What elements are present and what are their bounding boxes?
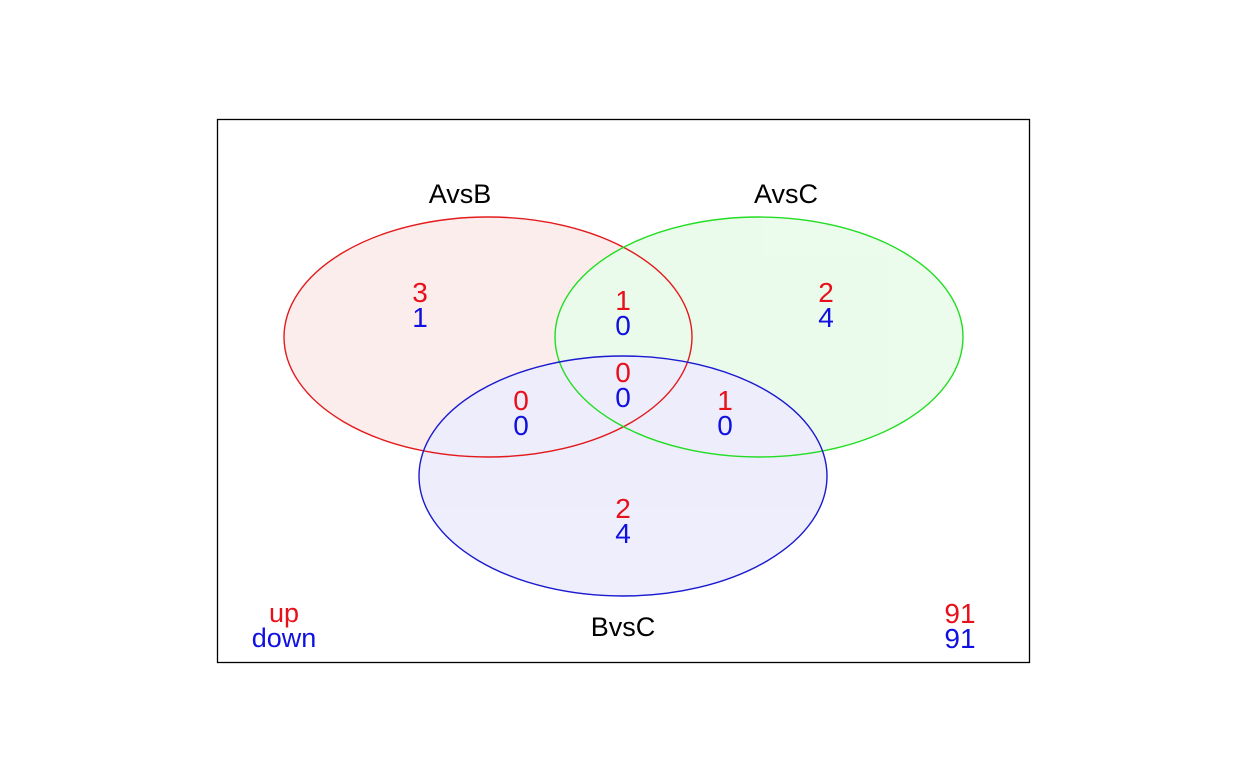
set-ellipse-fill-bvsc (419, 356, 827, 596)
count-down-all-three: 0 (615, 382, 631, 413)
set-label-avsb: AvsB (429, 179, 492, 209)
count-up-bvsc-only: 2 (615, 493, 631, 524)
count-up-avsc-only: 2 (818, 277, 834, 308)
count-down-avsc-only: 4 (818, 302, 834, 333)
set-ellipse-fill-avsc (555, 217, 963, 457)
set-ellipse-avsb (283, 216, 693, 458)
set-ellipse-avsc (554, 216, 964, 458)
set-label-bvsc: BvsC (591, 612, 656, 642)
count-down-avsb-avsc: 0 (615, 310, 631, 341)
legend-down-label: down (252, 623, 317, 653)
count-down-avsc-bvsc: 0 (717, 410, 733, 441)
count-down-outside: 91 (944, 623, 975, 654)
count-up-all-three: 0 (615, 357, 631, 388)
set-fills (284, 217, 963, 596)
count-up-avsb-only: 3 (412, 277, 428, 308)
plot-frame (216, 118, 1031, 664)
count-down-bvsc-only: 4 (615, 518, 631, 549)
count-down-avsb-bvsc: 0 (513, 410, 529, 441)
set-label-avsc: AvsC (754, 179, 818, 209)
set-outlines (283, 216, 964, 597)
count-up-avsb-avsc: 1 (615, 285, 631, 316)
count-down-avsb-only: 1 (412, 302, 428, 333)
legend-up-label: up (269, 598, 299, 628)
count-up-outside: 91 (944, 598, 975, 629)
count-up-avsb-bvsc: 0 (513, 385, 529, 416)
set-ellipse-fill-avsb (284, 217, 692, 457)
set-ellipse-bvsc (418, 355, 828, 597)
count-up-avsc-bvsc: 1 (717, 385, 733, 416)
